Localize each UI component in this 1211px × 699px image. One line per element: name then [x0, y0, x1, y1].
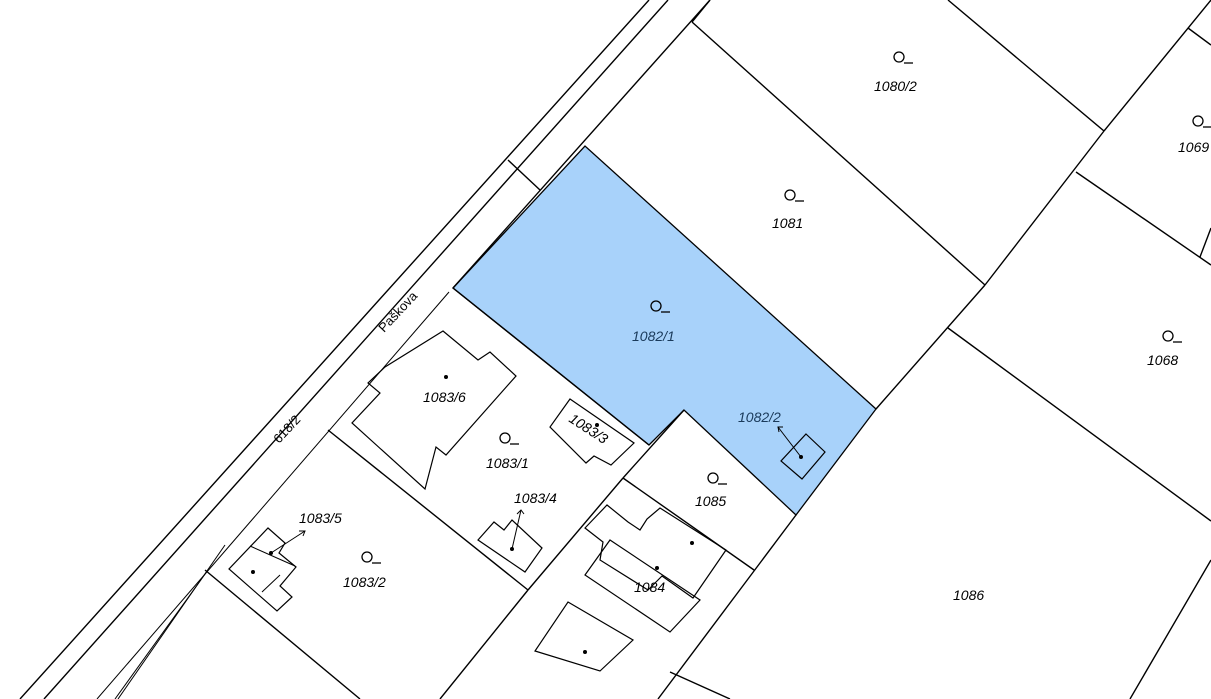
street-lines — [19, 0, 669, 699]
parcel-label-1085[interactable]: 1085 — [695, 493, 726, 509]
building-1082-2 — [780, 433, 826, 480]
buildings — [228, 330, 826, 672]
parcel-label-1083-6[interactable]: 1083/6 — [423, 389, 466, 405]
garden-icon — [499, 432, 519, 445]
parcel-label-1086[interactable]: 1086 — [953, 587, 984, 603]
building-1084-b — [584, 539, 701, 633]
building-1084-c — [534, 601, 634, 672]
building-1083-3 — [549, 398, 635, 466]
garden-symbols — [361, 51, 1211, 564]
parcel-label-1084[interactable]: 1084 — [634, 579, 665, 595]
street-label-618-2: 618/2 — [270, 412, 303, 446]
garden-icon — [361, 551, 381, 564]
parcel-label-1082-2[interactable]: 1082/2 — [738, 409, 781, 425]
parcel-label-1083-2[interactable]: 1083/2 — [343, 574, 386, 590]
parcel-label-1080-2[interactable]: 1080/2 — [874, 78, 917, 94]
garden-icon — [650, 300, 670, 313]
parcel-label-1081[interactable]: 1081 — [772, 215, 803, 231]
garden-icon — [707, 472, 727, 485]
garden-icon — [784, 189, 804, 202]
parcel-label-1069[interactable]: 1069 — [1178, 139, 1209, 155]
parcel-label-1083-1[interactable]: 1083/1 — [486, 455, 529, 471]
garden-icon — [1162, 330, 1182, 343]
parcel-label-1083-4[interactable]: 1083/4 — [514, 490, 557, 506]
garden-icon — [1192, 115, 1211, 128]
building-1083-5 — [228, 527, 297, 612]
label-arrows — [270, 426, 802, 554]
street-label-paskova: Paškova — [375, 288, 421, 335]
parcel-label-1068[interactable]: 1068 — [1147, 352, 1178, 368]
garden-icon — [893, 51, 913, 64]
building-1084-a — [584, 504, 727, 599]
parcel-label-1082-1[interactable]: 1082/1 — [632, 328, 675, 344]
parcel-label-1083-5[interactable]: 1083/5 — [299, 510, 342, 526]
building-1083-6 — [351, 330, 517, 491]
building-1083-4 — [477, 519, 543, 573]
parcel-label-1083-3[interactable]: 1083/3 — [566, 410, 611, 447]
parcel-boundaries — [204, 0, 1211, 699]
